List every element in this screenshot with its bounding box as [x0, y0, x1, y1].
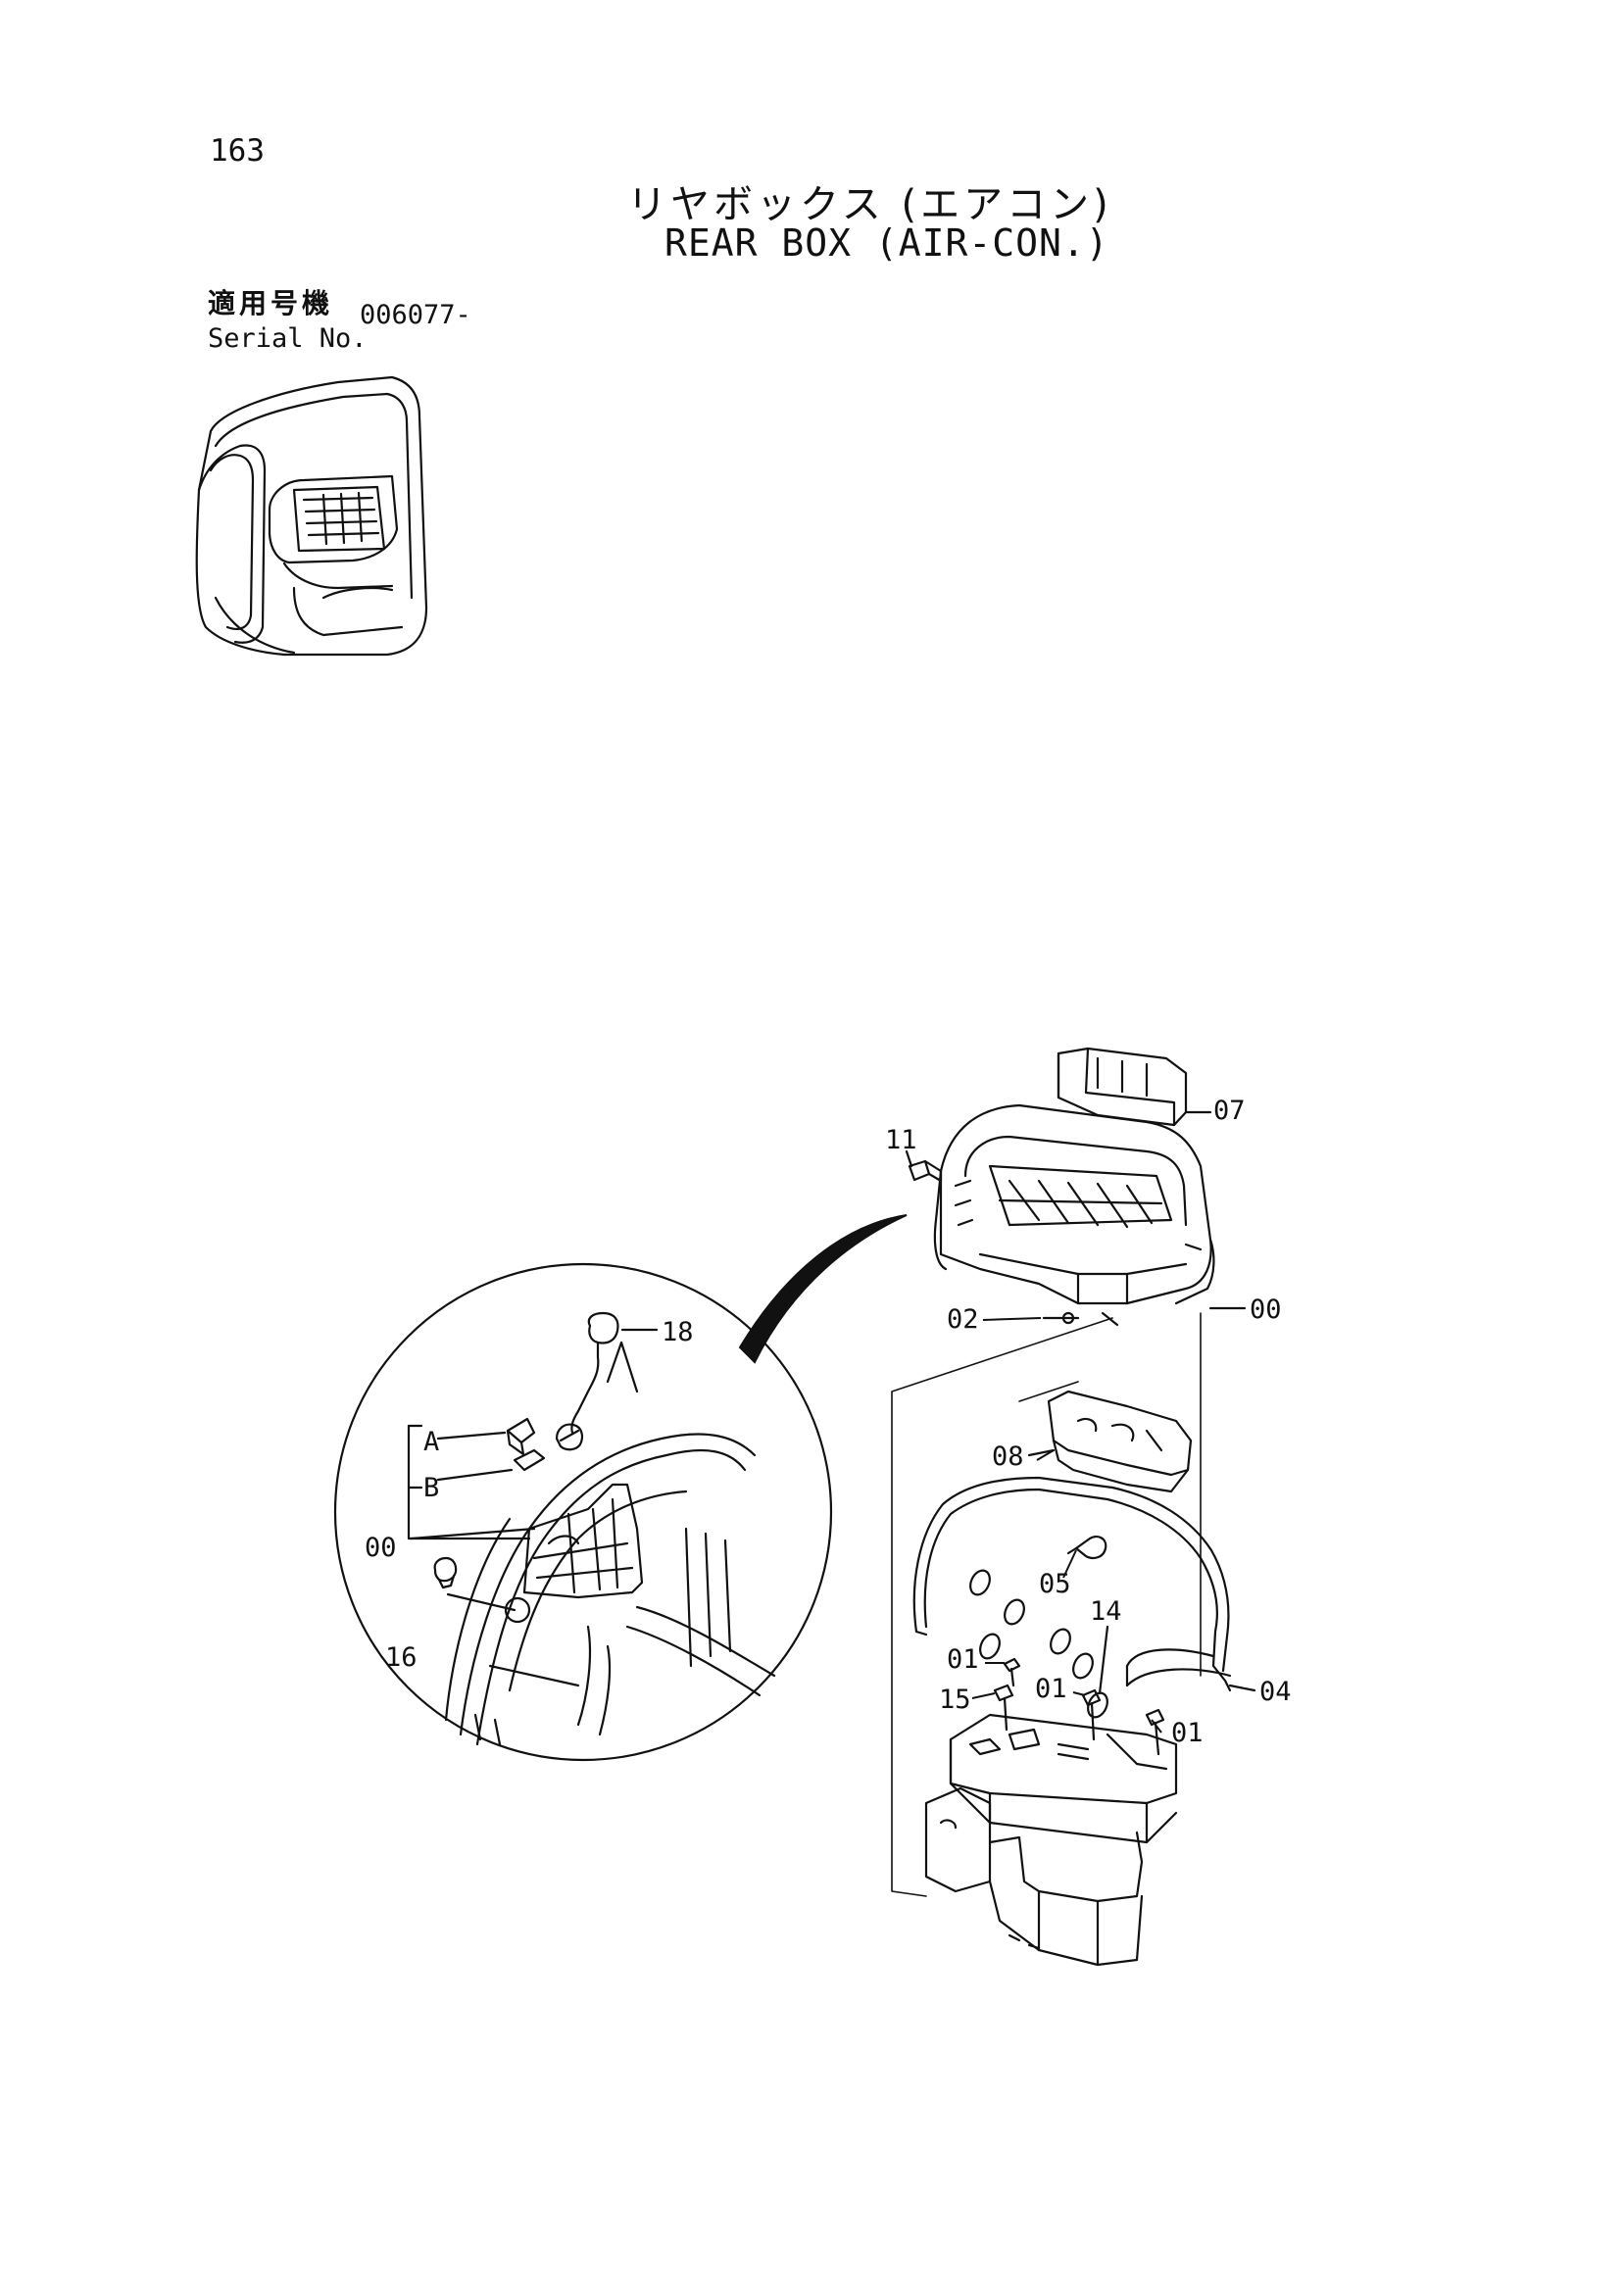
detail-view-circle: [333, 1262, 833, 1762]
part-04-frame: [912, 1476, 1256, 1692]
callout-01-left: 01: [947, 1644, 979, 1675]
bolts-01-15: [993, 1657, 1165, 1756]
callout-15: 15: [939, 1685, 971, 1715]
part-05-clip: [1066, 1535, 1107, 1559]
part-11-fitting: [905, 1149, 943, 1183]
callout-14: 14: [1090, 1596, 1122, 1627]
serial-label-japanese: 適用号機: [208, 287, 334, 319]
detail-parts: [433, 1311, 619, 1589]
callout-00: 00: [1250, 1295, 1282, 1325]
cab-thumbnail-illustration: [195, 375, 428, 657]
detail-pointer-arrow: [738, 1214, 908, 1364]
alignment-lines: [891, 1312, 1202, 1897]
part-08-duct: [1027, 1390, 1193, 1493]
callout-a: A: [423, 1427, 439, 1457]
serial-number-value: 006077-: [360, 300, 471, 330]
callout-08: 08: [992, 1441, 1024, 1472]
title-english: REAR BOX (AIR-CON.): [664, 221, 1109, 265]
callout-04: 04: [1259, 1677, 1292, 1707]
callout-01-middle: 01: [1035, 1674, 1067, 1704]
callout-b: B: [423, 1473, 439, 1503]
base-plate: [949, 1713, 1178, 1844]
page-number: 163: [210, 133, 265, 169]
detail-leader-lines: [407, 1328, 659, 1612]
callout-11: 11: [885, 1125, 917, 1155]
callout-02: 02: [947, 1304, 979, 1335]
callout-16: 16: [385, 1642, 418, 1673]
callout-07: 07: [1213, 1096, 1246, 1126]
part-00-rear-box: [933, 1103, 1247, 1327]
callout-00-detail: 00: [365, 1533, 397, 1563]
part-07-cover: [1057, 1047, 1212, 1127]
callout-leaders: [971, 1317, 1162, 1734]
callout-18: 18: [662, 1317, 694, 1347]
lower-bracket: [924, 1786, 1144, 1967]
callout-01-right: 01: [1171, 1718, 1204, 1748]
title-japanese: リヤボックス (エアコン): [627, 182, 1112, 227]
serial-label-english: Serial No.: [208, 323, 368, 354]
